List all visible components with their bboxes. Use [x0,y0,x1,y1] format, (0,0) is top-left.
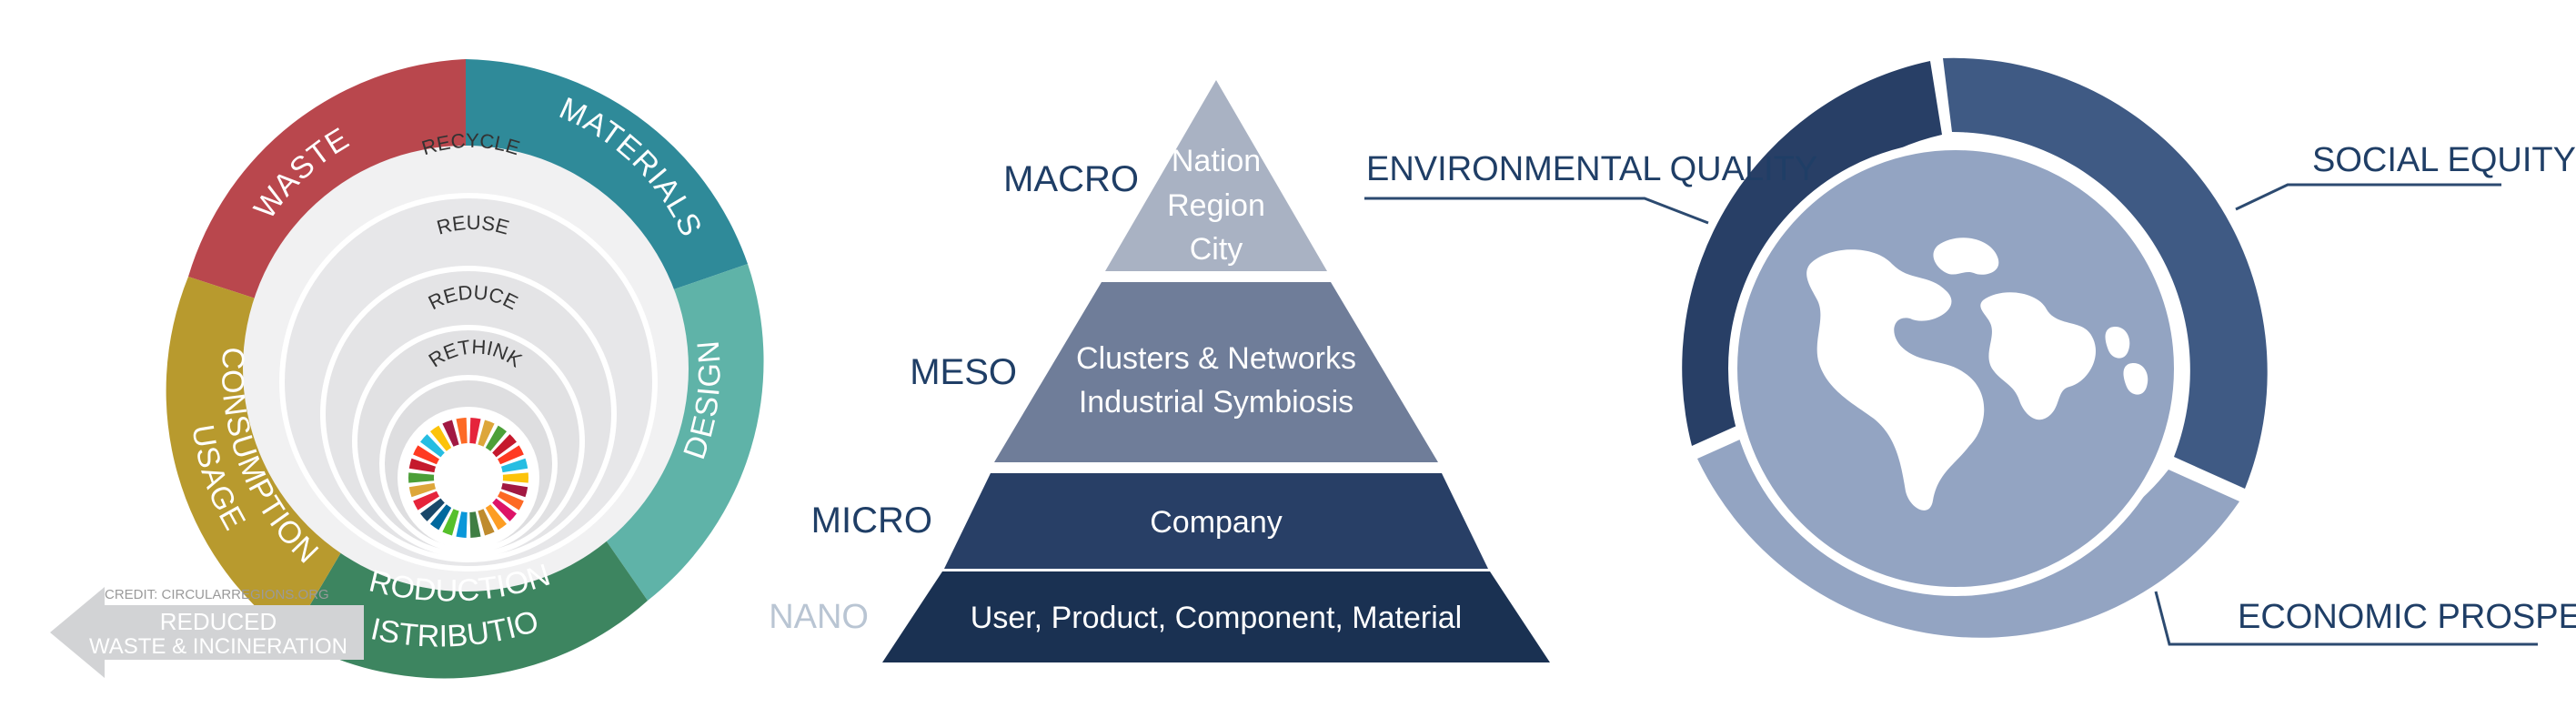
sdg-wheel-segment [469,418,481,444]
sdg-wheel-segment [456,418,468,444]
sdg-wheel-segment [485,425,508,451]
sdg-wheel-segment [429,504,452,531]
reduced-waste-arrow [50,587,364,678]
sdg-wheel-segment [442,420,459,447]
scale-pyramid: Nation Region City Clusters & Networks I… [769,80,1550,662]
micro-line-1: Company [1150,505,1283,540]
meso-line-1: Clusters & Networks [1076,341,1356,376]
meso-label: MESO [910,352,1017,392]
pyramid-level-macro [1105,80,1327,271]
sdg-wheel-segment [498,490,524,511]
sdg-wheel-segment [413,490,439,511]
economic-leader-line [2154,591,2538,646]
social-leader-line [2235,183,2501,211]
sdg-wheel-segment [492,498,517,521]
consumption-segment [166,277,350,637]
sdg-wheel-segment [492,434,517,458]
sdg-wheel-segment [500,482,528,498]
sdg-wheel-segment [498,445,524,465]
sdg-wheel-segment [478,509,495,536]
meso-line-2: Industrial Symbiosis [1079,385,1353,420]
waste-segment [188,59,466,302]
micro-label: MICRO [811,500,932,541]
macro-line-1: Nation [1172,144,1261,178]
globe-icon [1806,238,2148,511]
sdg-wheel-segment [478,420,495,447]
materials-segment [466,59,748,291]
circular-economy-diagram: WASTE MATERIALS DESIGN CONSUMPTION USAGE… [0,0,764,679]
social-equity-label: SOCIAL EQUITY [2312,141,2576,179]
sdg-wheel-segment [413,445,439,465]
social-segment [1943,57,2268,489]
sdg-wheel-segment [408,458,437,473]
reduced-waste-label-line2: WASTE & INCINERATION [89,634,347,659]
pyramid-level-micro [944,473,1488,569]
design-segment [600,264,764,601]
sdg-wheel-segment [408,482,437,498]
pyramid-level-meso [994,282,1438,462]
sdg-wheel-segment [456,511,468,538]
nano-line-1: User, Product, Component, Material [971,601,1462,635]
macro-line-3: City [1190,232,1243,267]
sdg-wheel-segment [420,434,445,458]
nano-label: NANO [769,598,869,636]
pyramid-level-nano [882,571,1550,662]
sdg-wheel-segment [442,509,459,536]
sdg-wheel-segment [485,504,508,531]
sustainability-diagram: ENVIRONMENTAL QUALITY SOCIAL EQUITY ECON… [1364,57,2576,646]
sdg-wheel-segment [502,472,528,483]
macro-line-2: Region [1167,188,1265,223]
economic-segment [1697,428,2239,638]
credit-text: CREDIT: CIRCULARREGIONS.ORG [105,587,329,602]
reduced-waste-label-line1: REDUCED [160,608,277,635]
sdg-wheel-segment [408,472,435,483]
economic-prosperity-label: ECONOMIC PROSPERITY [2238,598,2576,636]
sdg-wheel-segment [469,511,481,538]
macro-label: MACRO [1003,159,1139,199]
sdg-wheel-segment [500,458,528,473]
sdg-wheel-segment [420,498,445,521]
sdg-wheel-icon [408,418,528,538]
sdg-wheel-segment [429,425,452,451]
environmental-quality-label: ENVIRONMENTAL QUALITY [1366,150,1817,188]
environmental-leader-line [1364,197,1709,225]
